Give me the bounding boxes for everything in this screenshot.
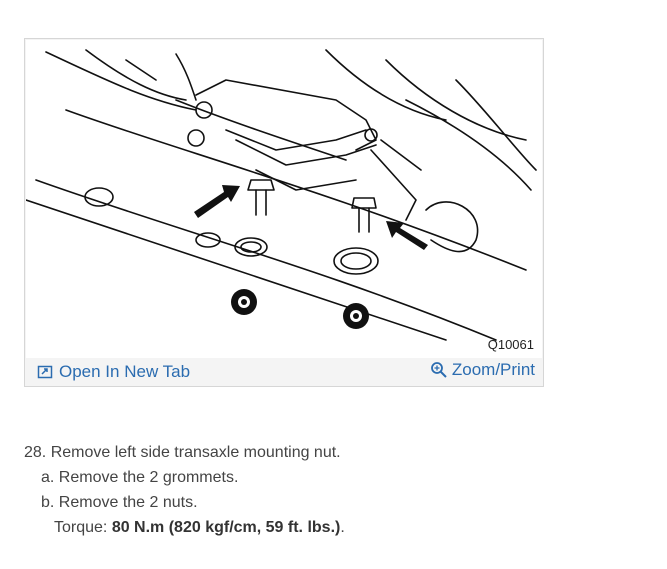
torque-spec: Torque: 80 N.m (820 kgf/cm, 59 ft. lbs.)… — [24, 515, 345, 540]
substep-grommets: a. Remove the 2 grommets. — [41, 469, 239, 486]
figure-id-label: Q10061 — [487, 337, 534, 352]
figure-toolbar: Open In New Tab Zoom/Print — [25, 358, 543, 386]
instruction-steps: 28. Remove left side transaxle mounting … — [24, 440, 345, 540]
torque-value: 80 N.m (820 kgf/cm, 59 ft. lbs.) — [111, 519, 341, 536]
open-in-new-tab-label: Open In New Tab — [59, 362, 191, 381]
magnifier-icon — [430, 362, 447, 378]
open-in-new-tab-link[interactable]: Open In New Tab — [37, 362, 190, 382]
transaxle-mount-illustration: Q10061 — [26, 40, 542, 358]
step-title: 28. Remove left side transaxle mounting … — [24, 444, 341, 461]
line-drawing — [26, 49, 537, 341]
zoom-print-label: Zoom/Print — [451, 360, 535, 379]
open-in-new-tab-icon — [37, 365, 53, 379]
substep-nuts: b. Remove the 2 nuts. — [41, 494, 198, 511]
zoom-print-link[interactable]: Zoom/Print — [430, 360, 535, 380]
torque-suffix: . — [340, 519, 345, 536]
figure-card: Q10061 Open In New Tab Zoom/Print — [24, 38, 544, 387]
torque-label: Torque: — [54, 519, 112, 536]
